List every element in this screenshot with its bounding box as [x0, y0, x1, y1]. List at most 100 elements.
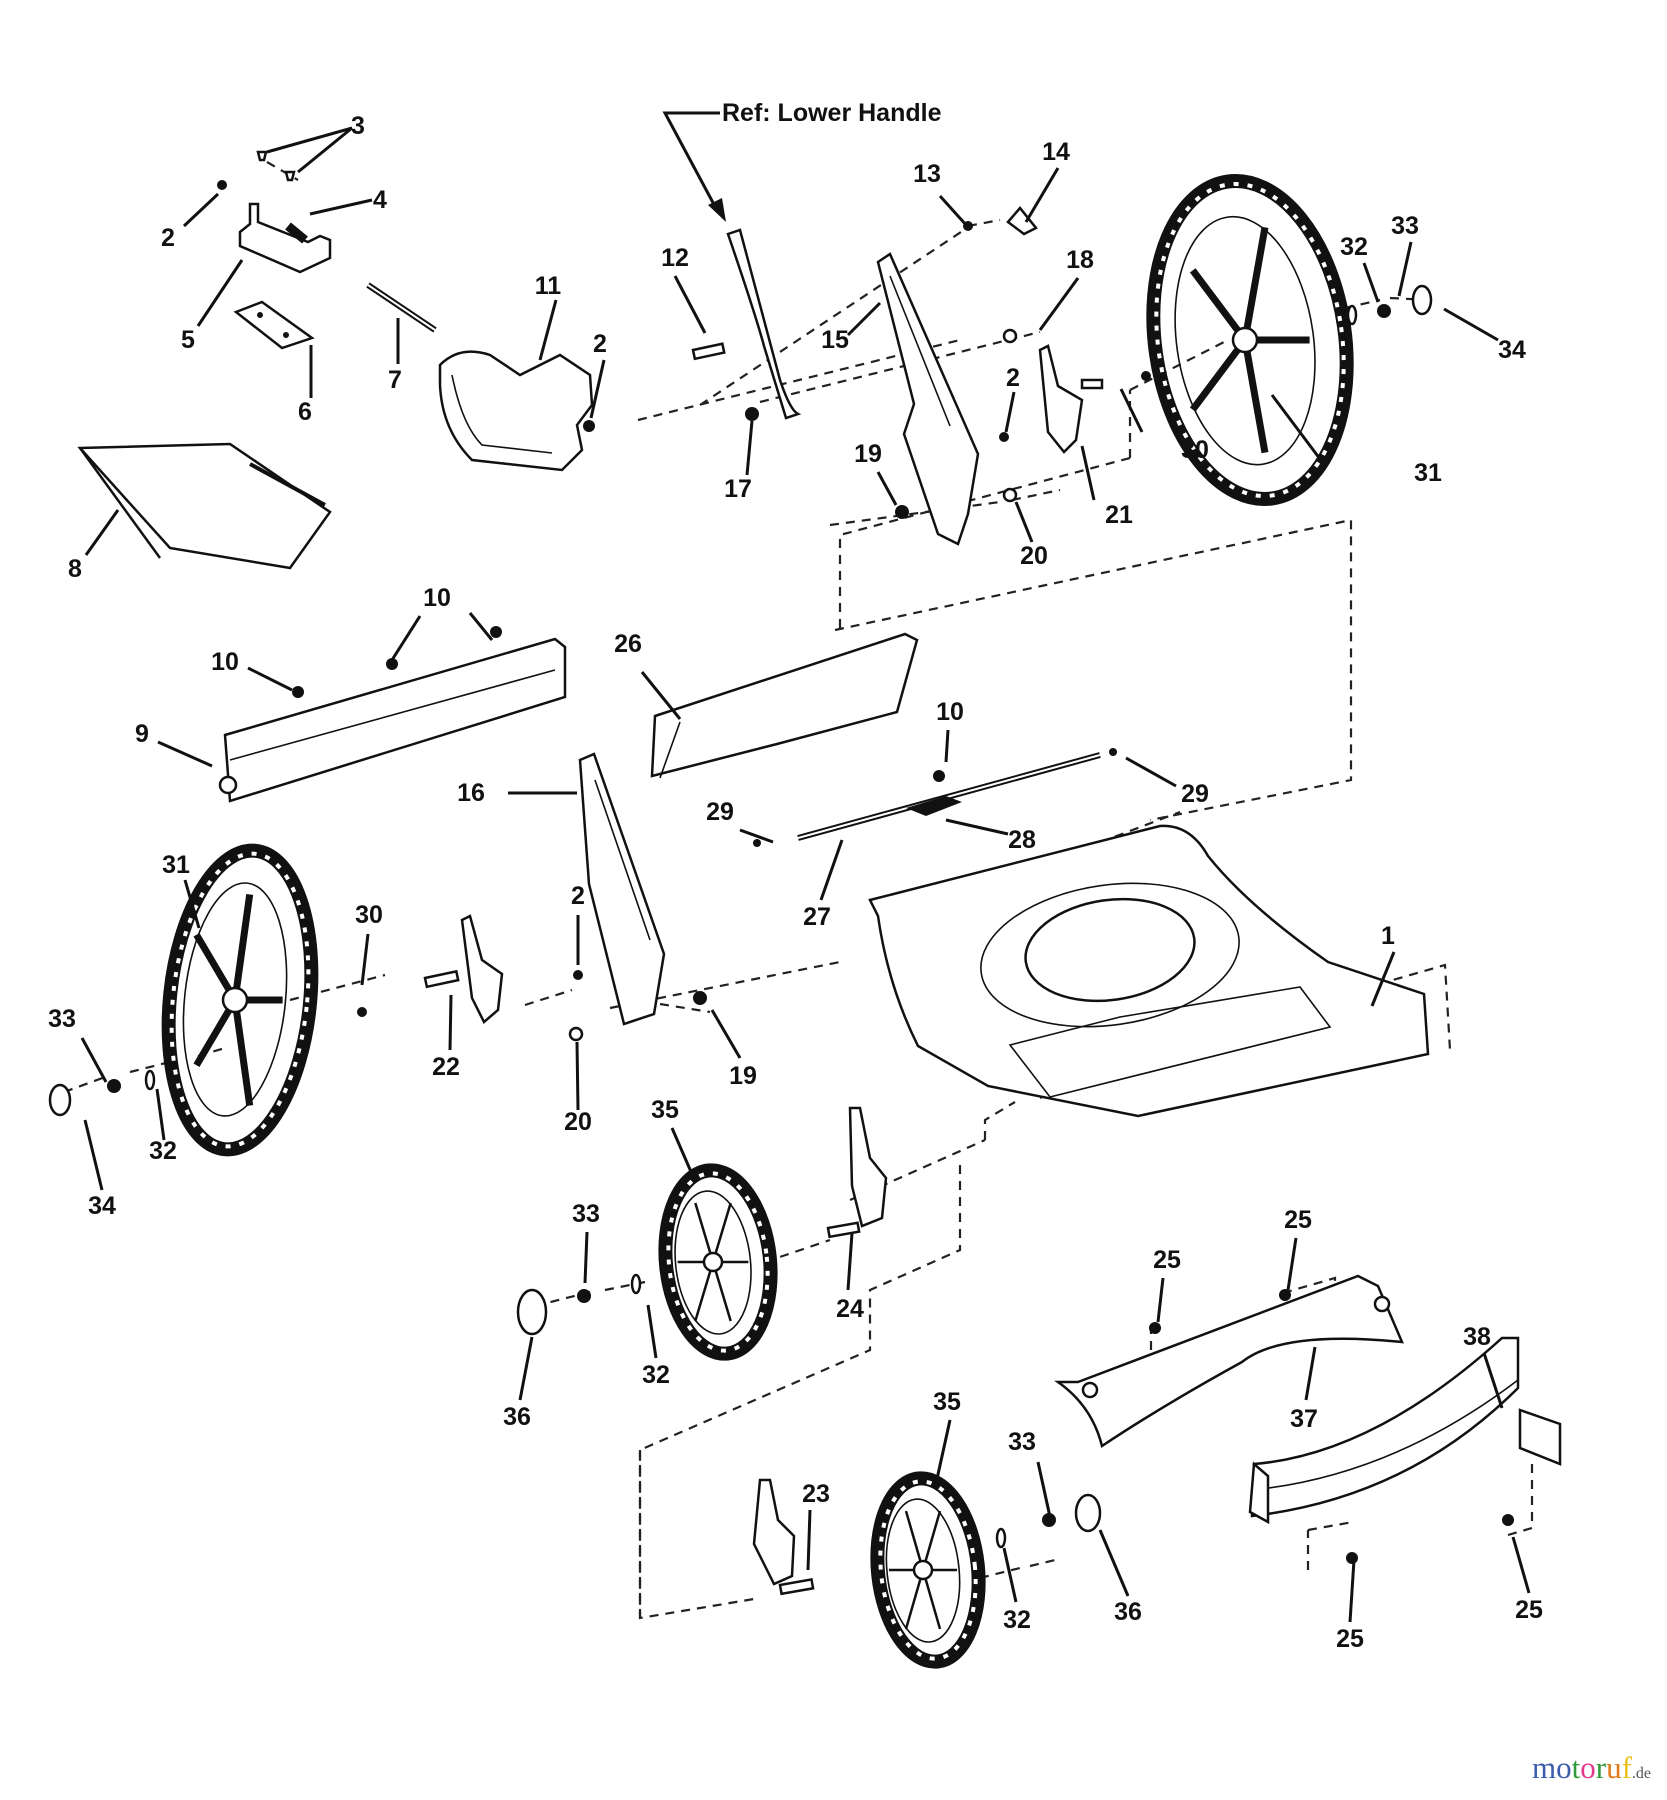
- leader-line-29: [1125, 756, 1177, 788]
- leader-line-25: [1348, 1559, 1356, 1623]
- assembly-line: [699, 227, 968, 406]
- part-washer-32d: [995, 1527, 1007, 1549]
- leader-line-20: [1014, 501, 1034, 543]
- part-handle-bracket-16: [578, 752, 666, 1026]
- leader-line-10: [390, 615, 422, 661]
- part-rear-bracket-9: [218, 637, 567, 803]
- ref-lower-handle-label: Ref: Lower Handle: [722, 99, 942, 127]
- assembly-line: [266, 161, 299, 181]
- callout-25: 25: [1515, 1596, 1543, 1624]
- leader-line-19: [710, 1009, 742, 1059]
- callout-21: 21: [1105, 501, 1133, 529]
- callout-5: 5: [181, 326, 195, 354]
- part-rear-wheel-31-right: [1146, 174, 1354, 506]
- assembly-line: [63, 1074, 109, 1094]
- leader-line-31: [1270, 394, 1322, 460]
- leader-line-25: [1511, 1536, 1531, 1594]
- assembly-line: [524, 988, 573, 1007]
- part-nut-25c: [1346, 1552, 1358, 1564]
- callout-25: 25: [1336, 1625, 1364, 1653]
- part-bolt-12: [691, 342, 726, 361]
- parts-layer: [48, 150, 1562, 1669]
- part-nut-19: [895, 505, 909, 519]
- callout-2: 2: [571, 882, 585, 910]
- part-spacer-30b: [357, 1007, 367, 1017]
- part-bolt-18: [1002, 328, 1018, 344]
- leader-lines: [80, 126, 1531, 1623]
- leader-line-32: [1362, 262, 1380, 303]
- callout-24: 24: [836, 1295, 864, 1323]
- part-nut-2b: [583, 420, 595, 432]
- watermark-letter: t: [1571, 1750, 1581, 1785]
- part-hubcap-36b: [1074, 1493, 1102, 1533]
- leader-line-5: [196, 259, 244, 327]
- part-nut-25d: [1502, 1514, 1514, 1526]
- part-axle-27: [797, 752, 1101, 841]
- part-front-wheel-35-right: [870, 1471, 986, 1669]
- part-nut-33b: [107, 1079, 121, 1093]
- leader-line-15: [846, 301, 882, 337]
- leader-line-27: [819, 839, 844, 901]
- callout-8: 8: [68, 555, 82, 583]
- leader-line-28: [945, 818, 1009, 836]
- callout-33: 33: [48, 1005, 76, 1033]
- part-bumper-38: [1248, 1336, 1562, 1525]
- part-nut-2d: [573, 970, 583, 980]
- leader-line-2: [182, 192, 220, 228]
- callout-29: 29: [1181, 780, 1209, 808]
- callout-36: 36: [1114, 1598, 1142, 1626]
- leader-line-36: [1098, 1529, 1130, 1597]
- callout-20: 20: [1020, 542, 1048, 570]
- assembly-line: [829, 500, 1001, 527]
- assembly-line: [764, 1238, 831, 1264]
- callout-29: 29: [706, 798, 734, 826]
- callout-35: 35: [651, 1096, 679, 1124]
- part-front-skirt-37: [1054, 1274, 1404, 1449]
- part-baffle-26: [650, 632, 919, 779]
- callout-18: 18: [1066, 246, 1094, 274]
- part-knob-14: [1006, 206, 1038, 236]
- part-washer-32c: [630, 1273, 642, 1295]
- callout-32: 32: [149, 1137, 177, 1165]
- callout-35: 35: [933, 1388, 961, 1416]
- callout-15: 15: [821, 326, 849, 354]
- ref-arrow-line: [662, 111, 720, 213]
- leader-line-3: [266, 126, 353, 154]
- watermark-letter: r: [1595, 1750, 1607, 1785]
- callout-19: 19: [729, 1062, 757, 1090]
- leader-line-23: [806, 1509, 812, 1571]
- assembly-dashed-lines: [63, 161, 1534, 1620]
- assembly-line: [759, 330, 1041, 404]
- leader-line-10: [468, 612, 494, 641]
- leader-line-34: [1443, 307, 1499, 342]
- part-rivets-10: [292, 626, 502, 698]
- leader-line-12: [673, 275, 707, 334]
- callout-10: 10: [936, 698, 964, 726]
- callout-34: 34: [1498, 336, 1526, 364]
- callout-19: 19: [854, 440, 882, 468]
- part-axle-bracket-28: [906, 796, 962, 816]
- leader-line-4: [309, 198, 373, 216]
- watermark-letter: m: [1531, 1750, 1557, 1785]
- callout-32: 32: [1340, 233, 1368, 261]
- leader-line-26: [640, 671, 682, 720]
- callout-25: 25: [1153, 1246, 1181, 1274]
- leader-line-35: [670, 1127, 697, 1182]
- leader-line-3: [297, 126, 353, 174]
- leader-line-11: [538, 299, 558, 361]
- assembly-line: [1507, 1462, 1534, 1537]
- leader-line-33: [1036, 1461, 1052, 1518]
- part-nut-33a: [1377, 304, 1391, 318]
- part-rear-wheel-31-left: [161, 843, 319, 1157]
- callout-2: 2: [161, 224, 175, 252]
- part-nut-33d: [1042, 1513, 1056, 1527]
- leader-line-9: [157, 740, 213, 768]
- callout-14: 14: [1042, 138, 1070, 166]
- callout-33: 33: [1391, 212, 1419, 240]
- part-height-adjuster-21: [1038, 344, 1104, 454]
- leader-line-25: [1286, 1237, 1298, 1291]
- callout-12: 12: [661, 244, 689, 272]
- part-washer-32b: [144, 1069, 156, 1091]
- leader-line-29: [739, 828, 774, 844]
